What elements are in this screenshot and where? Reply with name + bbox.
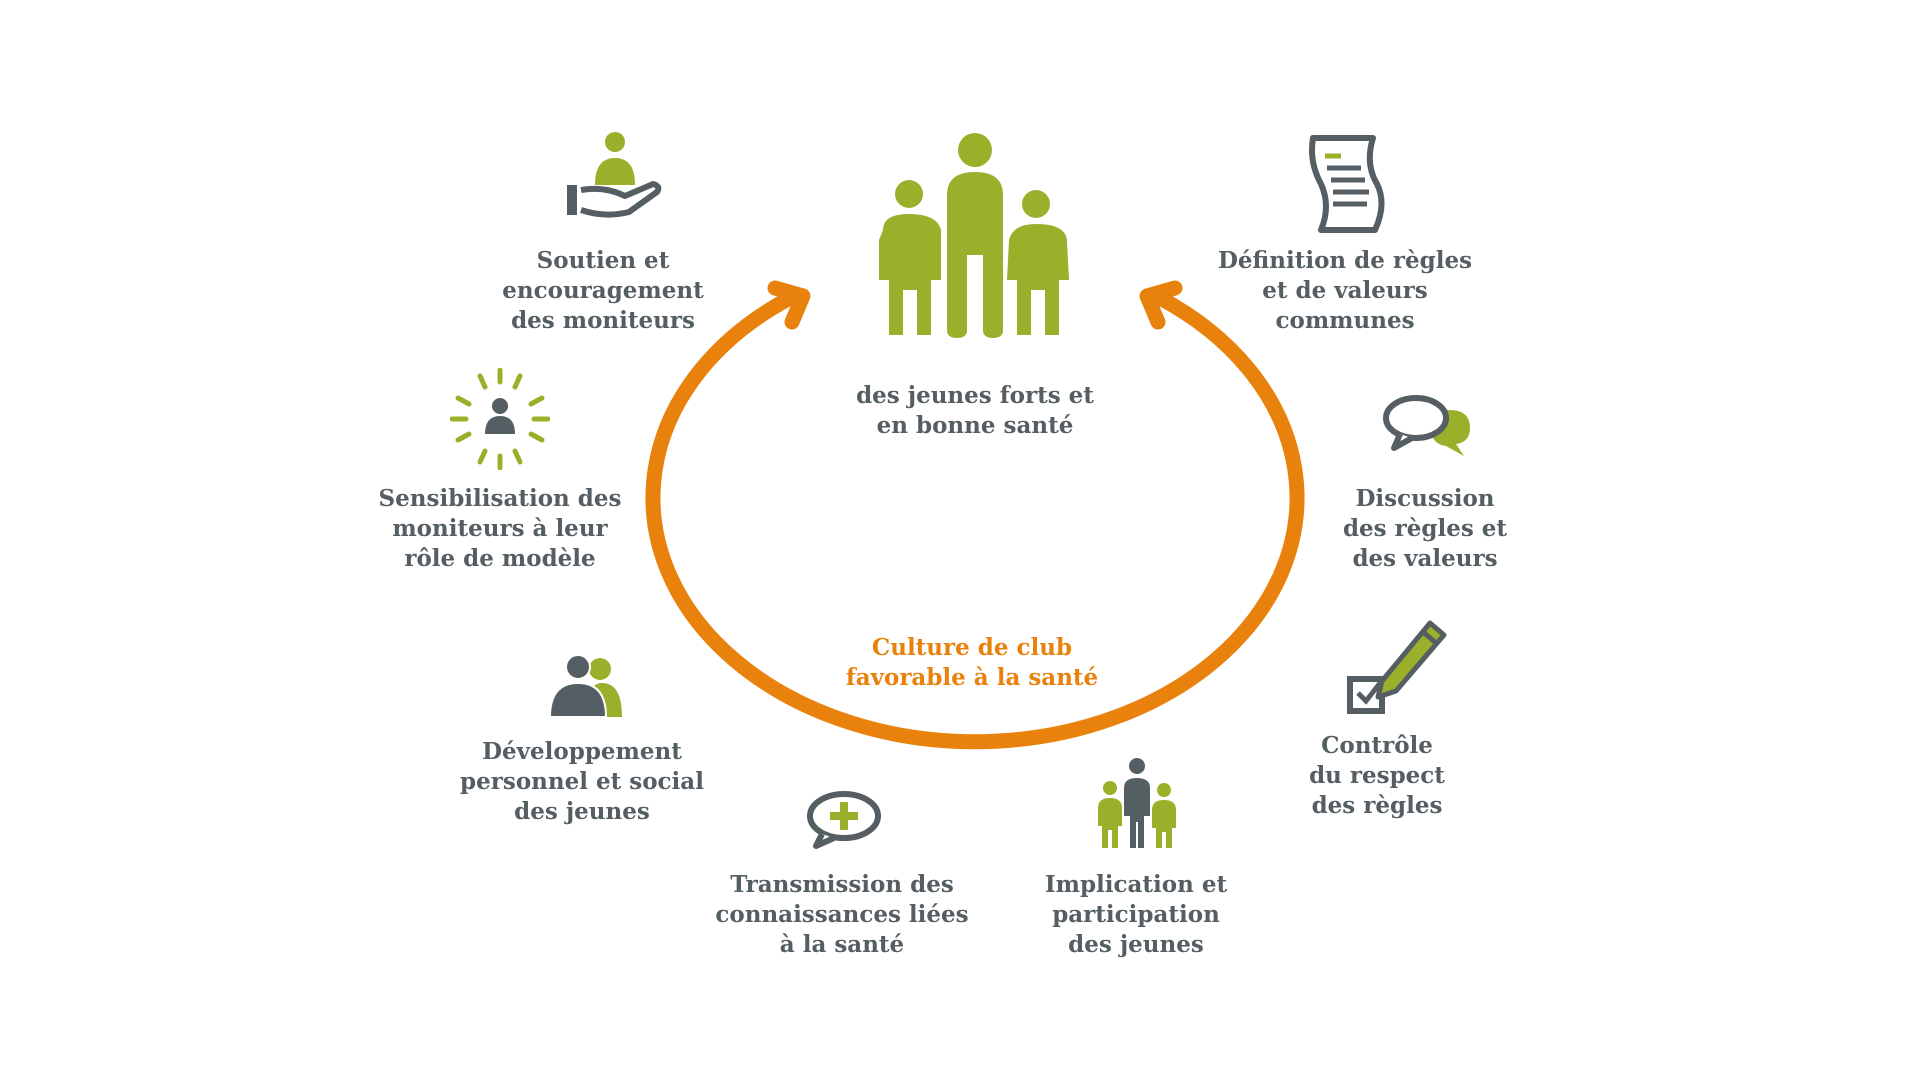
label-line: à la santé (779, 931, 905, 958)
label-line: Soutien et (536, 247, 670, 274)
cycle-label-line: Culture de club (871, 634, 1073, 661)
label-line: Définition de règles (1217, 247, 1473, 274)
small-family-icon (1098, 758, 1176, 848)
label-line: des moniteurs (511, 307, 695, 334)
cycle-arc (645, 290, 1305, 750)
label-line: communes (1275, 307, 1415, 334)
label-line: des règles et (1342, 515, 1508, 542)
label-line: Sensibilisation des (378, 485, 622, 512)
cycle-label-line: favorable à la santé (845, 664, 1099, 691)
label-transmission: Transmission des connaissances liées à la … (715, 870, 968, 960)
label-line: Transmission des (730, 871, 954, 898)
scroll-rules-icon (1309, 135, 1385, 233)
family-icon (879, 133, 1069, 338)
label-soutien: Soutien et encouragement des moniteurs (502, 246, 703, 336)
center-label: des jeunes forts et en bonne santé (856, 381, 1094, 441)
label-developpement: Développement personnel et social des jeun… (460, 737, 704, 827)
helping-hand-icon (567, 132, 662, 218)
label-implication: Implication et participation des jeunes (1045, 870, 1227, 960)
label-line: participation (1052, 901, 1220, 928)
checkbox-pencil-icon (1347, 620, 1447, 714)
two-persons-icon (548, 655, 622, 717)
label-line: rôle de modèle (404, 545, 596, 572)
label-line: et de valeurs (1262, 277, 1428, 304)
label-discussion: Discussion des règles et des valeurs (1343, 484, 1507, 574)
label-definition: Définition de règles et de valeurs commune… (1218, 246, 1472, 336)
center-label-line: en bonne santé (876, 412, 1074, 439)
label-sensibilisation: Sensibilisation des moniteurs à leur rôle … (379, 484, 622, 574)
label-line: Développement (482, 738, 682, 765)
label-line: des jeunes (514, 798, 650, 825)
arrow-head-left (767, 280, 811, 330)
label-line: des règles (1311, 792, 1443, 819)
label-line: moniteurs à leur (392, 515, 608, 542)
label-line: encouragement (502, 277, 704, 304)
label-line: Discussion (1355, 485, 1495, 512)
speech-plus-icon (807, 791, 881, 849)
label-line: Implication et (1044, 871, 1228, 898)
highlighted-person-icon (450, 368, 550, 470)
label-line: Contrôle (1321, 732, 1433, 759)
arrow-head-right (1139, 280, 1183, 330)
label-line: personnel et social (460, 768, 704, 795)
label-line: des valeurs (1352, 545, 1498, 572)
label-line: connaissances liées (715, 901, 969, 928)
cycle-label: Culture de club favorable à la santé (846, 633, 1098, 693)
chat-bubbles-icon (1383, 395, 1470, 456)
label-line: des jeunes (1068, 931, 1204, 958)
label-line: du respect (1309, 762, 1445, 789)
center-label-line: des jeunes forts et (856, 382, 1094, 409)
label-controle: Contrôle du respect des règles (1309, 731, 1445, 821)
